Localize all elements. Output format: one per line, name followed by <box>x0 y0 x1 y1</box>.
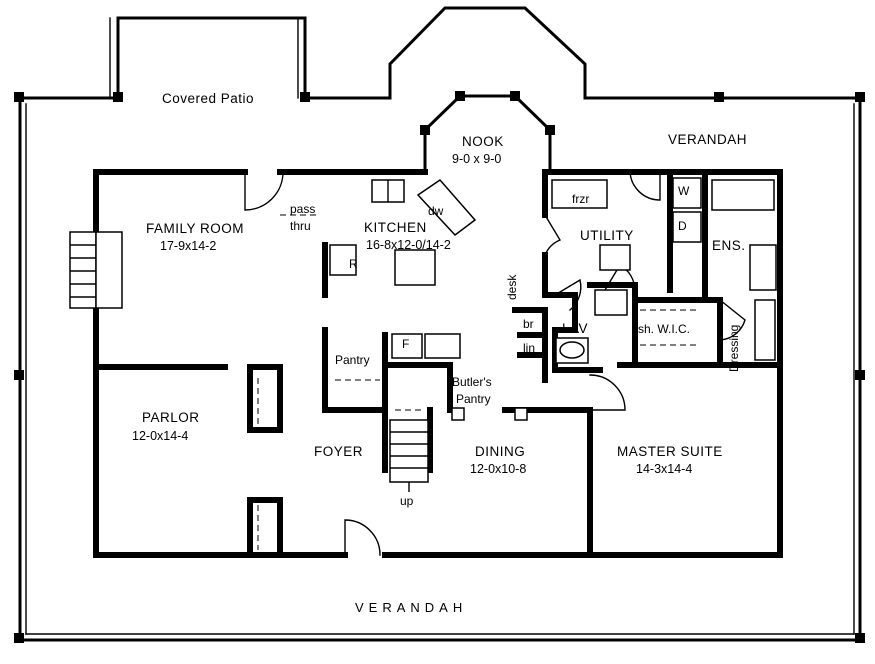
label-wic: sh. W.I.C. <box>638 322 690 336</box>
verandah-outline <box>14 92 865 643</box>
label-d: D <box>678 219 687 233</box>
label-ens: ENS. <box>712 238 746 253</box>
label-pass: pass <box>290 202 315 216</box>
label-lin: lin <box>523 341 535 355</box>
label-w: W <box>678 184 690 198</box>
top-bay-outline <box>388 6 862 100</box>
label-verandah-bottom: VERANDAH <box>355 600 467 615</box>
covered-patio-outline <box>18 16 392 100</box>
closet-shelves <box>257 309 700 550</box>
fireplace <box>69 231 123 309</box>
label-r: R <box>349 257 358 271</box>
label-family-room: FAMILY ROOM <box>146 221 244 236</box>
label-nook: NOOK <box>462 134 504 149</box>
label-covered-patio: Covered Patio <box>162 91 254 106</box>
kitchen-fixtures <box>280 179 477 359</box>
doors <box>244 171 746 556</box>
label-foyer: FOYER <box>314 444 363 459</box>
label-parlor: PARLOR <box>142 410 200 425</box>
label-verandah-top: VERANDAH <box>668 132 747 147</box>
label-up: up <box>400 494 414 508</box>
label-master-suite-dim: 14-3x14-4 <box>636 462 692 476</box>
utility-fixtures <box>551 177 777 364</box>
label-pantry: Pantry <box>335 353 370 367</box>
label-kitchen-dim: 16-8x12-0/14-2 <box>366 238 451 252</box>
label-utility: UTILITY <box>580 228 634 243</box>
label-kitchen: KITCHEN <box>364 220 427 235</box>
label-master-suite: MASTER SUITE <box>617 444 723 459</box>
nook-bay <box>420 91 555 172</box>
label-lav: LAV <box>562 321 588 336</box>
label-frzr: frzr <box>572 192 589 206</box>
label-thru: thru <box>290 219 311 233</box>
label-f: F <box>402 337 409 351</box>
label-nook-dim: 9-0 x 9-0 <box>452 152 501 166</box>
label-desk: desk <box>505 274 519 300</box>
label-br: br <box>523 317 534 331</box>
label-butlers-pantry: Pantry <box>456 392 491 406</box>
label-dining-dim: 12-0x10-8 <box>470 462 526 476</box>
staircase <box>389 419 429 492</box>
label-dining: DINING <box>475 444 525 459</box>
interior-walls <box>93 169 783 558</box>
label-family-room-dim: 17-9x14-2 <box>160 239 216 253</box>
label-dw: dw <box>428 204 444 218</box>
label-butlers: Butler's <box>452 375 492 389</box>
label-parlor-dim: 12-0x14-4 <box>132 429 188 443</box>
posts <box>451 407 528 421</box>
label-dressing: Dressing <box>727 325 741 372</box>
